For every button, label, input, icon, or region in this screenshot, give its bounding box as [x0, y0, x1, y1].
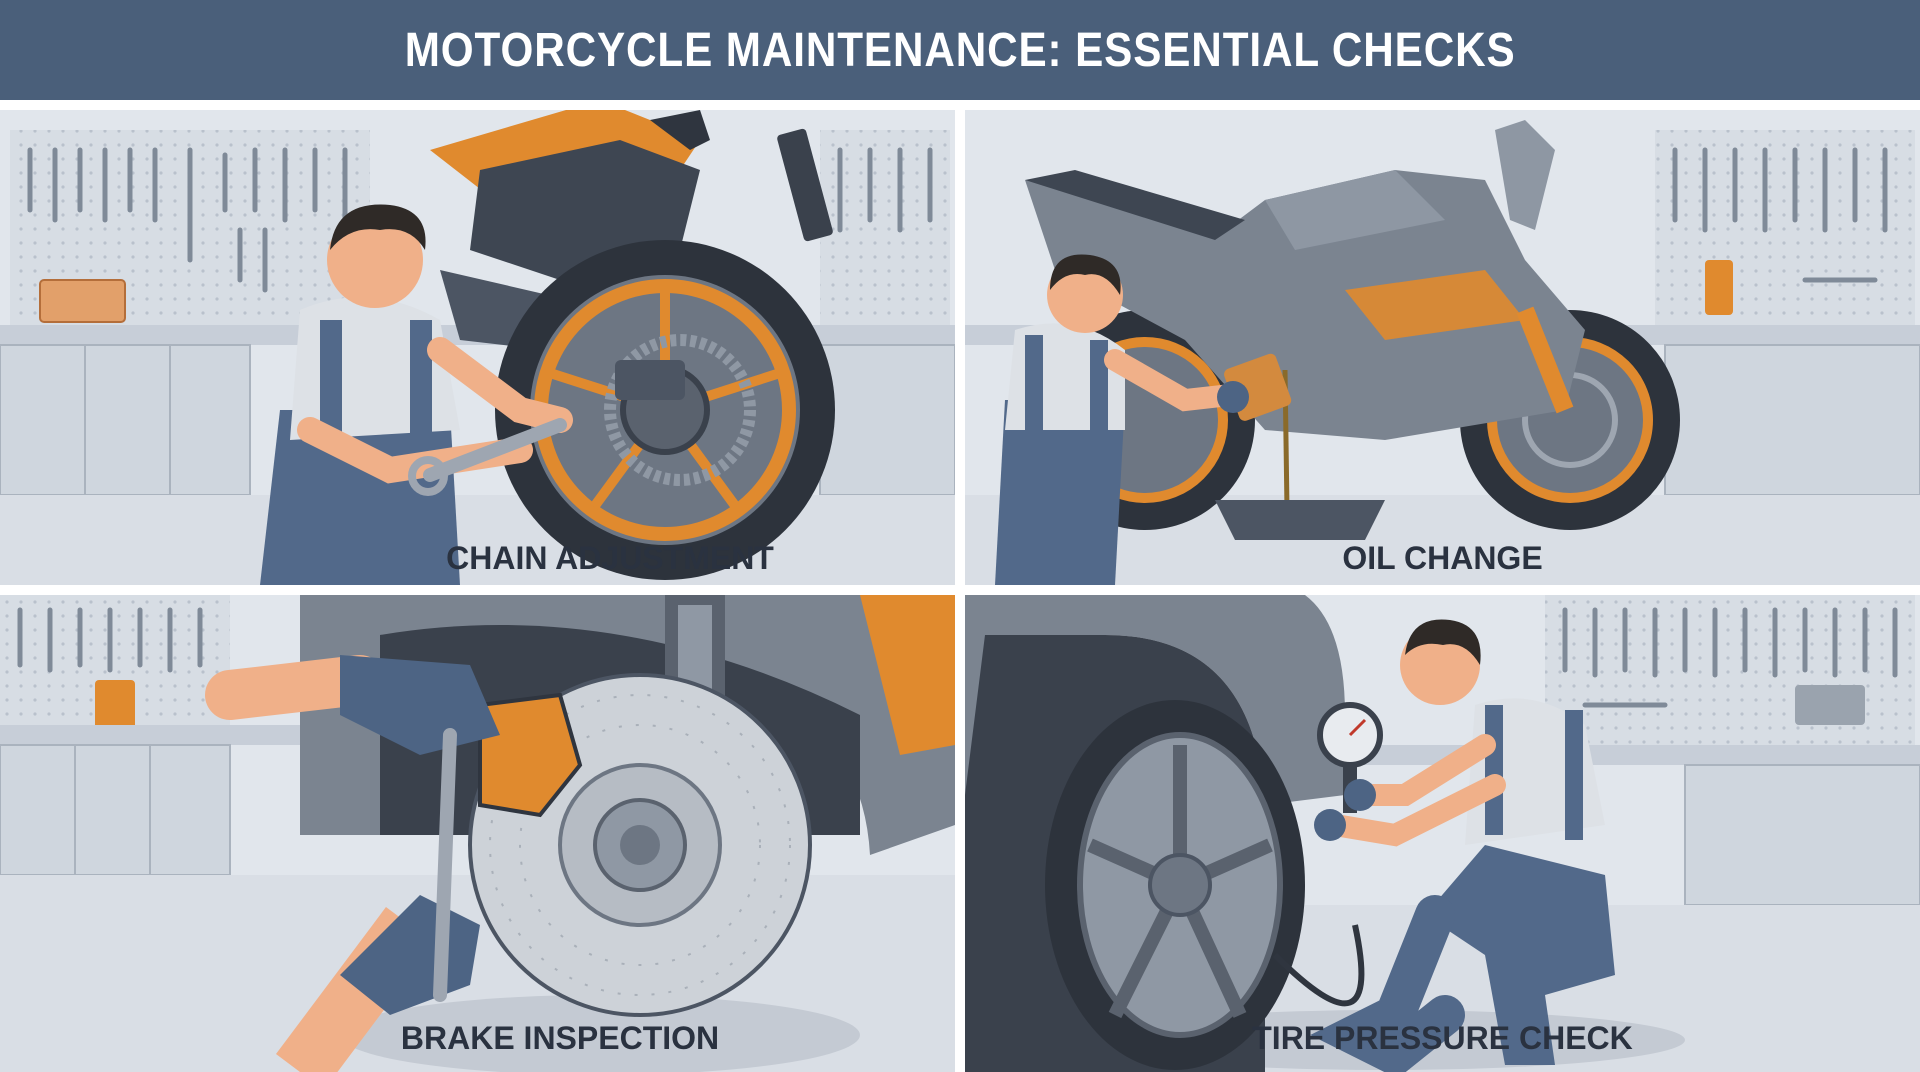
panel-brake-inspection: BRAKE INSPECTION [0, 595, 955, 1072]
chain-adjustment-illustration [0, 110, 955, 585]
panel-caption: TIRE PRESSURE CHECK [1252, 1020, 1633, 1056]
mechanic [1310, 619, 1615, 1072]
mechanic [995, 254, 1249, 585]
wrench-icon [27, 147, 933, 293]
title-bar: MOTORCYCLE MAINTENANCE: ESSENTIAL CHECKS [0, 0, 1920, 100]
illustration-grid: CHAIN ADJUSTMENT [0, 100, 1920, 1072]
tire [1045, 700, 1305, 1070]
panel-oil-change: OIL CHANGE [965, 110, 1920, 585]
oil-can-icon [1705, 260, 1733, 315]
panel-caption: CHAIN ADJUSTMENT [446, 540, 774, 576]
brake-caliper [478, 692, 583, 818]
wrench-icon [408, 418, 567, 496]
wrench-icon [433, 728, 457, 1002]
brake-inspection-illustration [0, 595, 955, 1072]
panel-caption: BRAKE INSPECTION [400, 1020, 720, 1056]
drive-chain [604, 334, 756, 486]
workbench-cabinet [0, 344, 251, 496]
mechanic-hands [205, 655, 500, 1072]
rear-wheel [495, 240, 835, 580]
oil-can-icon [95, 680, 135, 735]
oil-change-illustration [965, 110, 1920, 585]
pressure-gauge-icon [1317, 702, 1383, 813]
oil-drain-pan [1215, 500, 1385, 540]
tire-pressure-illustration [965, 595, 1920, 1072]
mechanic [260, 204, 573, 585]
wrench-icon [1672, 147, 1888, 283]
page-title: MOTORCYCLE MAINTENANCE: ESSENTIAL CHECKS [404, 23, 1516, 77]
panel-caption: OIL CHANGE [1342, 540, 1543, 576]
panel-tire-pressure-check: TIRE PRESSURE CHECK [965, 595, 1920, 1072]
panel-chain-adjustment: CHAIN ADJUSTMENT [0, 110, 955, 585]
fender [965, 595, 1345, 815]
wrench-icon [17, 607, 203, 673]
air-hose [1272, 924, 1365, 1007]
toolbox-icon [1795, 685, 1865, 725]
wrench-icon [1562, 607, 1898, 708]
toolbox-icon [39, 279, 126, 323]
